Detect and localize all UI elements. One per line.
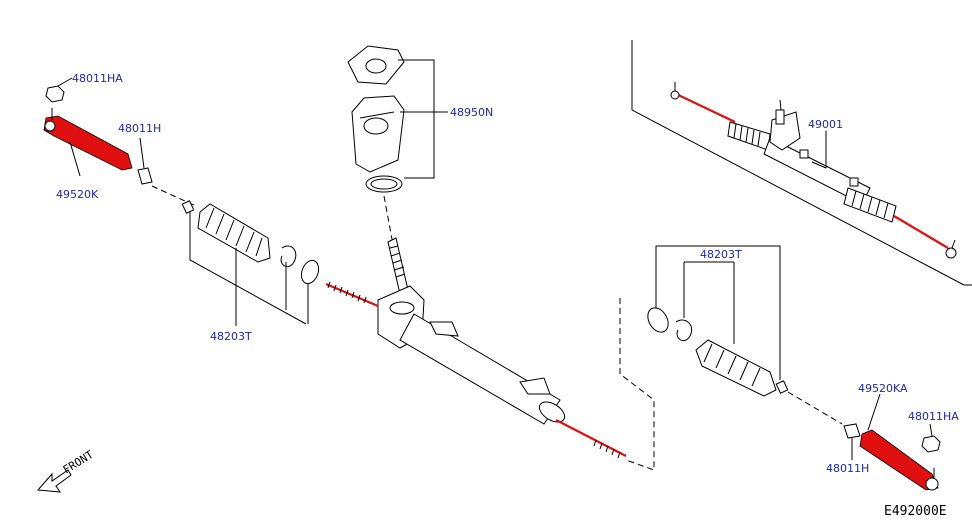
diagram-code: E492000E (884, 504, 947, 519)
label-49520KA-text: 49520KA (858, 382, 908, 395)
label-49001: 49001 (808, 118, 843, 169)
label-48950N: 48950N (398, 59, 493, 179)
label-48011H-right-text: 48011H (826, 462, 869, 475)
front-arrow-icon (36, 469, 72, 493)
steering-gear-housing[interactable] (377, 237, 568, 426)
label-48011HA-left-text: 48011HA (72, 72, 123, 85)
label-48011H-left: 48011H (118, 122, 161, 169)
boot-clamp-left[interactable] (137, 167, 153, 185)
mount-cap[interactable] (347, 45, 405, 85)
label-48011H-left-text: 48011H (118, 122, 161, 135)
label-48011HA-right-text: 48011HA (908, 410, 959, 423)
assembly-inset-frame (631, 40, 972, 286)
clamp-leader-dash-right (787, 391, 843, 425)
mount-insulator[interactable] (351, 95, 405, 173)
boot-clamp-right[interactable] (843, 423, 861, 439)
mount-o-ring[interactable] (365, 175, 403, 193)
boot-kit-left[interactable] (181, 200, 321, 286)
label-48011HA-left: 48011HA (57, 72, 123, 87)
front-label-text: FRONT (61, 448, 96, 477)
steering-gear-assembly-inset[interactable] (670, 82, 957, 259)
nut-left[interactable] (45, 85, 65, 103)
label-48950N-text: 48950N (450, 106, 493, 119)
label-48203T-right: 48203T (655, 245, 781, 380)
label-49520KA: 49520KA (858, 382, 908, 431)
nut-right[interactable] (921, 435, 941, 453)
label-48011H-right: 48011H (826, 438, 869, 475)
inner-tie-rod-right[interactable] (555, 419, 627, 459)
boot-kit-right[interactable] (644, 304, 789, 397)
tie-rod-end-left[interactable] (43, 108, 133, 171)
label-48203T-right-text: 48203T (700, 248, 742, 261)
front-indicator: FRONT (36, 448, 96, 493)
label-48203T-left-text: 48203T (210, 330, 252, 343)
label-49001-text: 49001 (808, 118, 843, 131)
tie-rod-end-right[interactable] (859, 429, 939, 491)
label-49520K: 49520K (56, 141, 99, 201)
label-48011HA-right: 48011HA (908, 410, 959, 437)
label-48203T-left: 48203T (189, 212, 309, 343)
inner-tie-rod-left[interactable] (325, 281, 379, 308)
rack-dash-bracket (619, 298, 655, 471)
label-49520K-text: 49520K (56, 188, 99, 201)
